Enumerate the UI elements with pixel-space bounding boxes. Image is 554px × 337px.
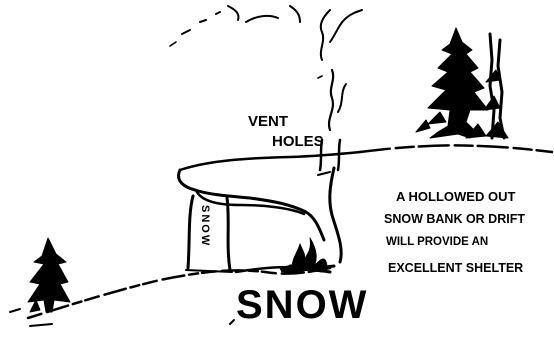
smoke-icon	[170, 6, 362, 130]
ground-label-mark	[230, 320, 234, 324]
vent-label-line2: HOLES	[272, 133, 324, 150]
pillar-text: SNOW	[199, 205, 211, 247]
snow-pillar: SNOW	[186, 196, 232, 272]
caption-line: EXCELLENT SHELTER	[388, 261, 523, 275]
caption-line: SNOW BANK OR DRIFT	[384, 212, 525, 226]
caption-line: WILL PROVIDE AN	[386, 236, 488, 248]
caption-block: A HOLLOWED OUT SNOW BANK OR DRIFT WILL P…	[384, 189, 525, 275]
ground-snow-label: SNOW	[236, 283, 368, 327]
snow-bank-surface	[180, 145, 552, 170]
pine-tree-icon	[28, 238, 70, 312]
caption-line: A HOLLOWED OUT	[396, 189, 515, 204]
pine-tree-icon	[416, 28, 488, 138]
campfire-icon	[280, 238, 334, 272]
vent-label-line1: VENT	[248, 113, 288, 130]
